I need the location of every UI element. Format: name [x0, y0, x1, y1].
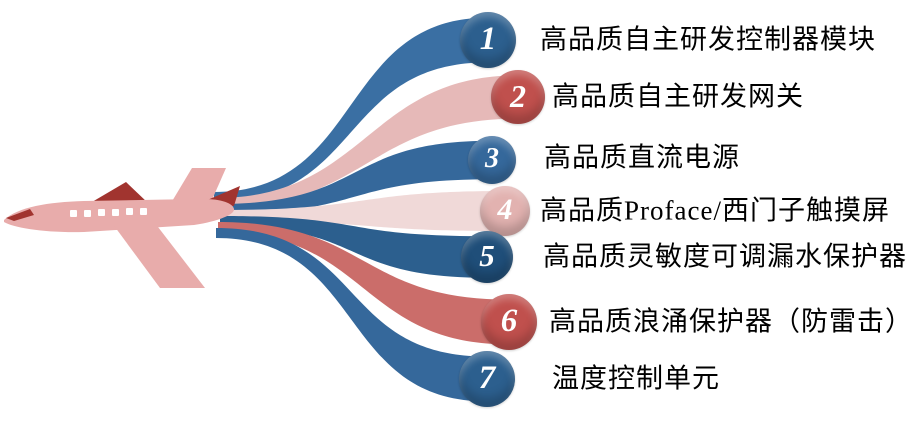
feature-label: 高品质Proface/西门子触摸屏 [540, 195, 890, 226]
feature-label: 高品质浪涌保护器（防雷击） [549, 306, 913, 337]
plane-near-wing [112, 223, 205, 288]
plane-window [70, 210, 77, 217]
plane-window [112, 209, 119, 216]
feature-label: 高品质直流电源 [544, 142, 740, 173]
feature-number: 2 [510, 77, 526, 114]
plane-windows [70, 208, 147, 217]
feature-label: 高品质灵敏度可调漏水保护器 [543, 241, 907, 272]
feature-number: 1 [479, 20, 497, 57]
plane-fuselage [4, 198, 235, 233]
feature-number: 6 [500, 302, 518, 339]
airplane-icon [4, 168, 240, 288]
feature-label: 温度控制单元 [552, 363, 720, 394]
ribbon-swoosh [220, 216, 487, 278]
ribbon-swoosh [218, 222, 509, 345]
feature-number: 7 [478, 359, 496, 396]
feature-number-badge: 2 [491, 70, 545, 124]
plane-nose-accent [6, 209, 34, 221]
feature-number-badge: 7 [459, 351, 515, 407]
plane-window [126, 208, 133, 215]
feature-number: 5 [479, 238, 495, 273]
feature-number-badge: 5 [461, 231, 513, 283]
feature-number: 3 [485, 143, 499, 174]
plane-far-wing [92, 182, 148, 203]
feature-number-badge: 6 [481, 294, 537, 350]
ribbon-swoosh [216, 75, 518, 209]
ribbon-swoosh [216, 228, 487, 402]
feature-number-badge: 4 [480, 186, 530, 236]
ribbon-swoosh [214, 17, 488, 202]
plane-window [84, 210, 91, 217]
feature-number: 4 [497, 193, 513, 226]
plane-window [140, 208, 147, 215]
ribbon-swoosh [218, 140, 492, 214]
feature-label: 高品质自主研发网关 [552, 81, 804, 112]
feature-label: 高品质自主研发控制器模块 [540, 24, 876, 55]
ribbon-layer [214, 17, 518, 402]
feature-number-badge: 1 [460, 12, 516, 68]
feature-number-badge: 3 [468, 136, 516, 184]
plane-window [98, 209, 105, 216]
